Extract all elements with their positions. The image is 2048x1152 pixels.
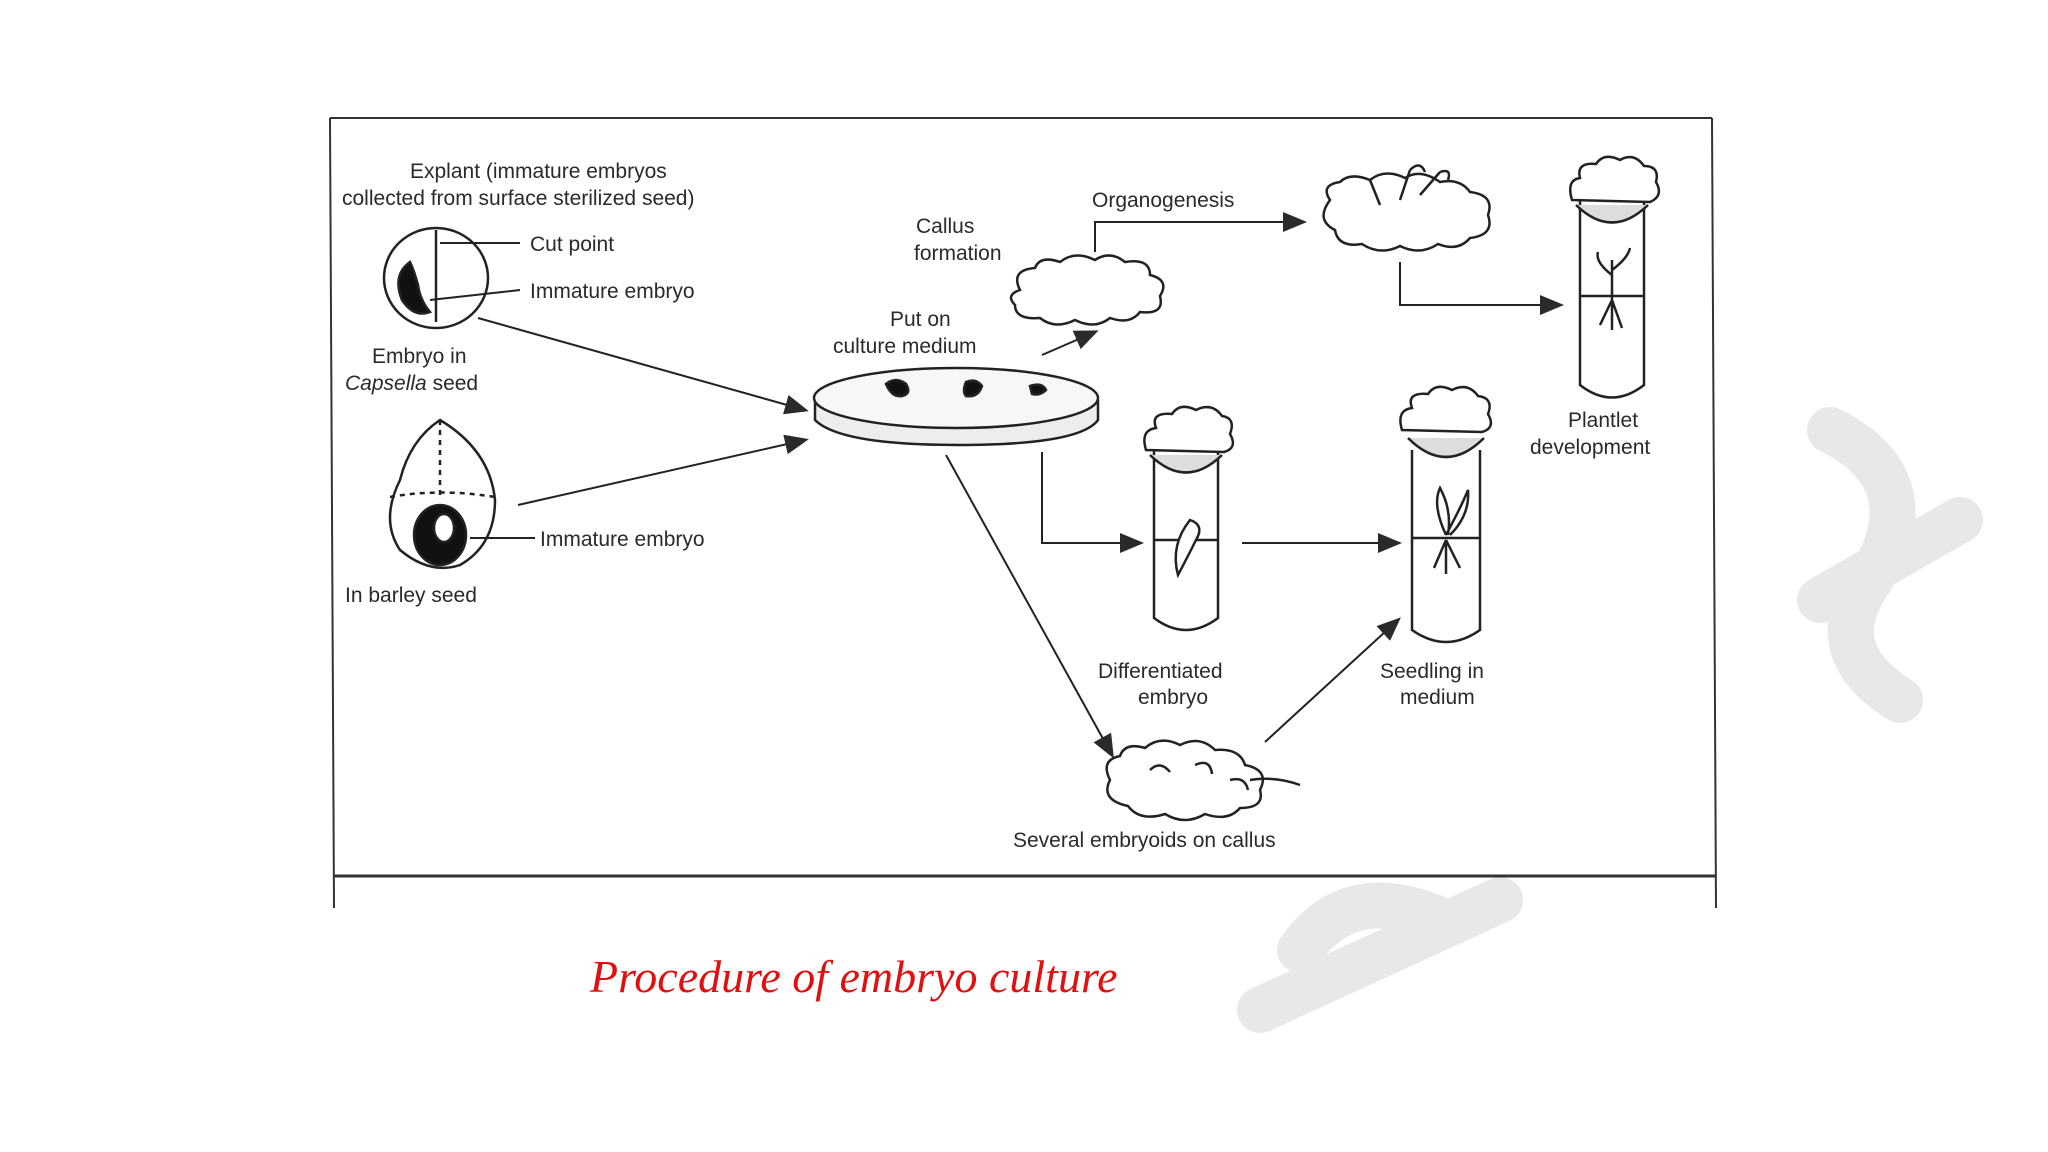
label-put-on: Put on <box>890 308 951 331</box>
organogenesis-callus <box>1322 164 1491 252</box>
label-organogenesis: Organogenesis <box>1092 189 1234 212</box>
label-formation: formation <box>914 242 1002 265</box>
label-embryoids: Several embryoids on callus <box>1013 829 1276 852</box>
petri-dish <box>812 366 1100 447</box>
label-capsella: Capsella <box>345 372 427 395</box>
label-explant-line2: collected from surface sterilized seed) <box>342 187 694 210</box>
label-differentiated: Differentiated <box>1098 660 1223 683</box>
label-embryo-in: Embryo in <box>372 345 467 368</box>
label-barley-seed: In barley seed <box>345 584 477 607</box>
label-immature-embryo-capsella: Immature embryo <box>530 280 695 303</box>
label-plantlet: Plantlet <box>1568 409 1638 432</box>
label-culture-medium: culture medium <box>833 335 977 358</box>
figure-caption: Procedure of embryo culture <box>590 951 1118 1002</box>
label-capsella-seed: Capsella seed <box>345 372 478 395</box>
test-tube-plantlet <box>1569 155 1661 399</box>
label-development: development <box>1530 436 1650 459</box>
label-seedling-in: Seedling in <box>1380 660 1484 683</box>
test-tube-seedling <box>1399 385 1493 644</box>
label-medium: medium <box>1400 686 1475 709</box>
label-callus: Callus <box>916 215 974 238</box>
capsella-leaders <box>429 242 521 301</box>
process-arrows <box>477 212 1564 759</box>
barley-seed <box>388 418 535 570</box>
label-embryo: embryo <box>1138 686 1208 709</box>
callus-cloud <box>1009 254 1165 326</box>
test-tube-differentiated <box>1143 405 1235 632</box>
label-seed-word: seed <box>433 372 479 395</box>
embryoids-callus <box>1105 739 1301 822</box>
label-immature-embryo-barley: Immature embryo <box>540 528 705 551</box>
label-explant-line1: Explant (immature embryos <box>410 160 667 183</box>
capsella-seed <box>382 226 490 330</box>
figure-frame <box>329 117 1717 909</box>
label-cut-point: Cut point <box>530 233 614 256</box>
